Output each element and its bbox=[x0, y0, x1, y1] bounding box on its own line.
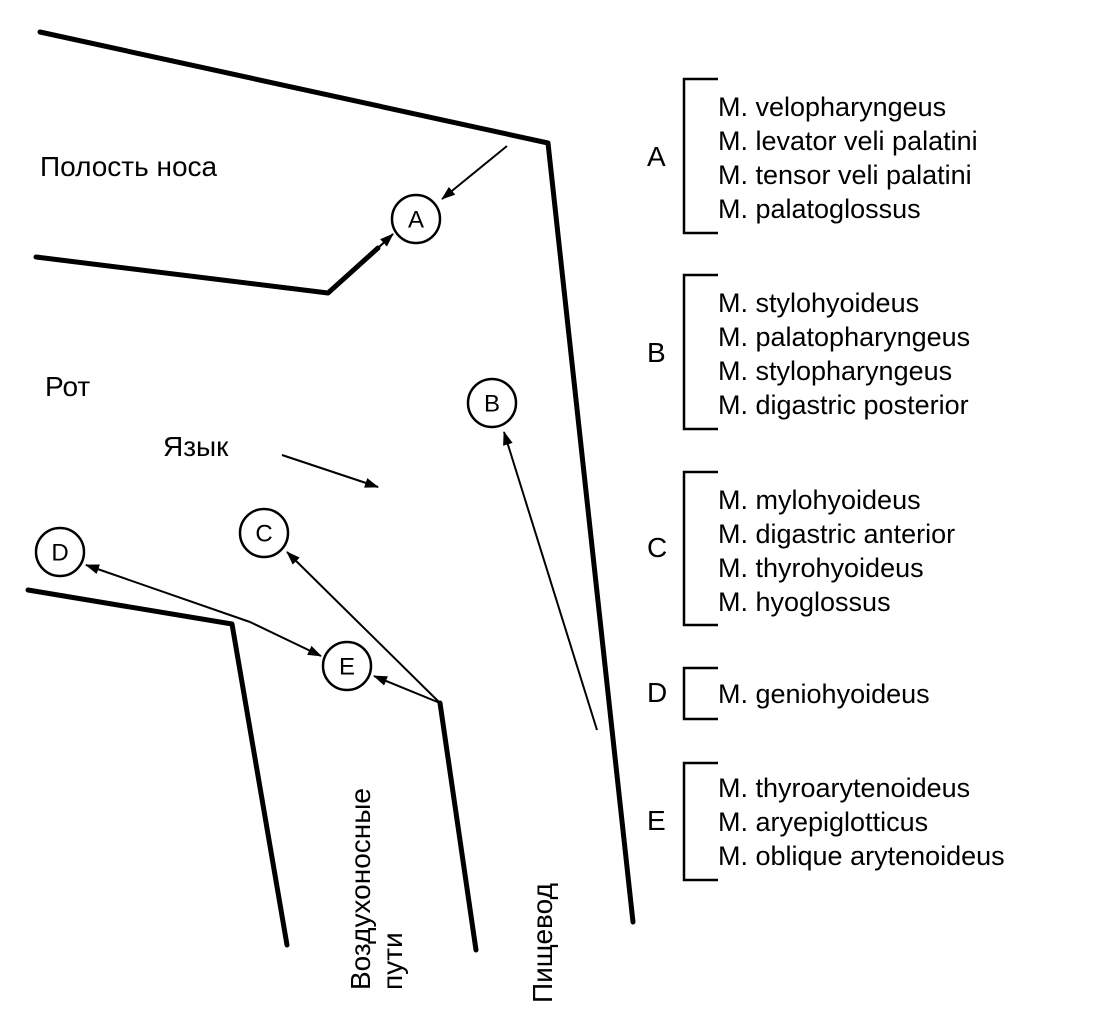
group-d-letter: D bbox=[647, 677, 667, 708]
esophagus-label: Пищевод bbox=[527, 883, 558, 1003]
node-b-letter: B bbox=[484, 391, 500, 418]
group-b-bracket bbox=[682, 273, 718, 431]
group-e-letter: E bbox=[647, 805, 666, 836]
airways-label: Воздухоносные пути bbox=[345, 780, 408, 990]
group-a-bracket bbox=[682, 77, 718, 235]
group-a-muscle-3: M. tensor veli palatini bbox=[718, 160, 972, 190]
group-e-muscle-3: M. oblique arytenoideus bbox=[718, 841, 1005, 871]
node-b-circle bbox=[466, 377, 518, 429]
node-b: B bbox=[466, 377, 518, 429]
arrow-to-a-from-above bbox=[441, 145, 508, 200]
group-c-muscle-4: M. hyoglossus bbox=[718, 587, 891, 617]
arrow-to-e-from-left bbox=[249, 621, 322, 657]
group-c-bracket bbox=[682, 470, 718, 627]
node-c-letter: C bbox=[255, 521, 272, 548]
airway-back-wall-line bbox=[437, 700, 479, 953]
group-b-muscle-2: M. palatopharyngeus bbox=[718, 322, 970, 352]
group-c-muscle-2: M. digastric anterior bbox=[718, 519, 955, 549]
arrow-to-b bbox=[503, 431, 598, 731]
group-b-muscle-3: M. stylopharyngeus bbox=[718, 356, 952, 386]
group-e-bracket bbox=[682, 761, 718, 882]
group-a-muscle-4: M. palatoglossus bbox=[718, 194, 921, 224]
airways-label-line2: пути bbox=[377, 932, 408, 990]
group-d-bracket bbox=[682, 666, 718, 721]
node-d-letter: D bbox=[51, 540, 68, 567]
mouth-label: Рот bbox=[45, 371, 90, 402]
group-a-letter: A bbox=[647, 141, 666, 172]
node-a-circle bbox=[390, 193, 442, 245]
muscle-group-b: B M. stylohyoideus M. palatopharyngeus M… bbox=[647, 273, 970, 431]
node-d-circle bbox=[34, 526, 86, 578]
muscle-group-e: E M. thyroarytenoideus M. aryepiglotticu… bbox=[647, 761, 1005, 882]
arrow-tongue bbox=[281, 454, 379, 488]
group-e-muscle-2: M. aryepiglotticus bbox=[718, 807, 928, 837]
tongue-label: Язык bbox=[163, 431, 229, 462]
group-e-muscle-1: M. thyroarytenoideus bbox=[718, 773, 970, 803]
group-c-muscle-1: M. mylohyoideus bbox=[718, 485, 921, 515]
node-e-letter: E bbox=[339, 654, 355, 681]
node-a-letter: A bbox=[408, 207, 424, 234]
group-c-letter: C bbox=[647, 532, 667, 563]
node-e: E bbox=[321, 640, 373, 692]
node-c-circle bbox=[238, 507, 290, 559]
arrow-to-c bbox=[286, 551, 441, 704]
node-c: C bbox=[238, 507, 290, 559]
airways-label-line1: Воздухоносные bbox=[345, 788, 376, 990]
muscle-group-c: C M. mylohyoideus M. digastric anterior … bbox=[647, 470, 955, 627]
arrow-to-a-from-palate bbox=[377, 233, 394, 249]
muscle-group-a: A M. velopharyngeus M. levator veli pala… bbox=[647, 77, 978, 235]
node-e-circle bbox=[321, 640, 373, 692]
airway-front-wall-line bbox=[25, 587, 290, 948]
arrow-to-e-from-right bbox=[373, 675, 441, 704]
group-d-muscle-1: M. geniohyoideus bbox=[718, 679, 930, 709]
group-b-letter: B bbox=[647, 337, 666, 368]
group-b-muscle-4: M. digastric posterior bbox=[718, 390, 969, 420]
group-a-muscle-1: M. velopharyngeus bbox=[718, 92, 946, 122]
node-a: A bbox=[390, 193, 442, 245]
upper-wall-line bbox=[37, 29, 636, 925]
muscle-group-d: D M. geniohyoideus bbox=[647, 666, 930, 721]
palate-line bbox=[33, 245, 381, 296]
group-b-muscle-1: M. stylohyoideus bbox=[718, 288, 919, 318]
group-a-muscle-2: M. levator veli palatini bbox=[718, 126, 978, 156]
node-d: D bbox=[34, 526, 86, 578]
arrow-to-d bbox=[85, 564, 251, 623]
group-c-muscle-3: M. thyrohyoideus bbox=[718, 553, 924, 583]
nasal-cavity-label: Полость носа bbox=[40, 151, 218, 182]
